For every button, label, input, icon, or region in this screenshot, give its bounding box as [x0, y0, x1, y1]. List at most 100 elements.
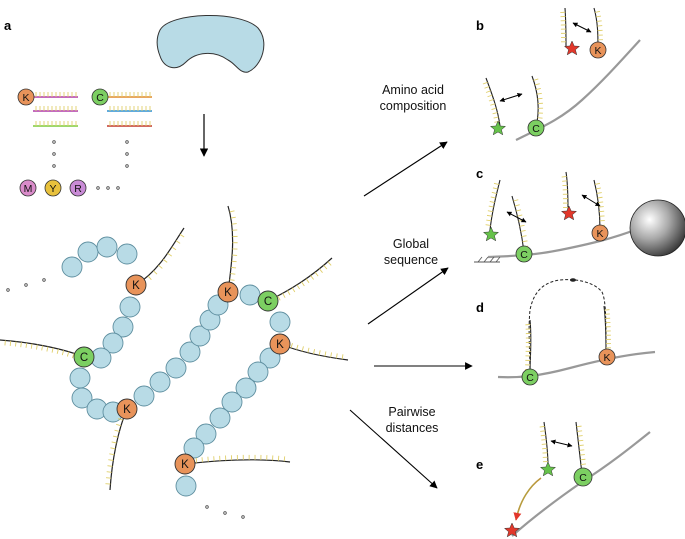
barcode-tick — [492, 112, 498, 115]
caption-global-1: Global — [393, 237, 429, 251]
chain-bead — [179, 341, 201, 363]
barcode-tick — [175, 240, 181, 244]
panel-label-e: e — [476, 457, 483, 472]
barcode-tick — [522, 240, 528, 243]
barcode-tick — [327, 261, 332, 266]
barcode-tick — [536, 92, 542, 95]
chain-bead — [112, 316, 134, 338]
barcode-tick — [595, 187, 601, 190]
chain-k3-label: K — [276, 339, 284, 351]
barcode-tick — [147, 275, 152, 280]
chain-bead — [119, 296, 141, 318]
barcode-tick — [540, 430, 546, 432]
chain-bead — [221, 391, 243, 413]
barcode-tick — [231, 223, 237, 225]
ellipsis-dots-vertical — [52, 140, 129, 168]
chain-bead — [102, 332, 124, 354]
barcode-tick — [516, 209, 522, 212]
barcode-tick — [598, 206, 604, 208]
barcode-tick — [540, 434, 546, 437]
arrow-to-e — [349, 409, 438, 489]
barcode-tick — [114, 429, 120, 432]
chain-c2-label: C — [80, 352, 88, 364]
barcode-tick — [598, 201, 604, 203]
chain-bead — [133, 385, 155, 407]
residue-k-label: K — [22, 92, 29, 104]
barcode-tick — [534, 83, 540, 86]
panel-d-scene: C K — [497, 278, 656, 386]
barcode-tick — [485, 90, 491, 93]
chain-bead — [209, 407, 231, 429]
barcode-tick — [578, 444, 584, 447]
barcode-tick — [513, 199, 519, 202]
barcode-tick — [108, 459, 114, 461]
barcode-tick — [230, 266, 237, 269]
barcode-tick — [486, 214, 493, 217]
panel-b-scene: C K — [482, 7, 641, 141]
chain-bead — [69, 367, 91, 389]
barcode-tick — [282, 293, 286, 298]
chain-bead — [165, 357, 187, 379]
ellipsis-dots — [6, 278, 245, 519]
red-star-e — [503, 522, 521, 538]
barcode-tick — [230, 273, 236, 275]
barcode-tick — [535, 88, 541, 91]
arrow-to-c — [367, 267, 449, 325]
caption-amino-1: Amino acid — [382, 83, 444, 97]
barcode-k-group: K — [17, 88, 78, 127]
green-star-c — [482, 226, 500, 242]
chain-residues: K K C K C K K — [73, 274, 291, 475]
barcode-tick — [521, 235, 527, 237]
barcode-tick — [66, 351, 70, 357]
caption-amino-2: composition — [380, 99, 447, 113]
barcode-tick — [106, 471, 112, 473]
barcode-tick — [116, 423, 122, 427]
panel-e-scene: C — [503, 421, 651, 538]
red-star — [563, 40, 581, 56]
barcode-tick — [301, 281, 305, 287]
chain-bead — [195, 423, 217, 445]
barcode-tail-ticks — [4, 210, 344, 485]
caption-pairwise-2: distances — [386, 421, 439, 435]
chain-bead — [77, 241, 99, 263]
red-star-c — [560, 205, 578, 221]
barcode-tick — [597, 196, 603, 199]
barcode-tick — [296, 284, 301, 290]
bead-chains — [61, 236, 291, 497]
c-c-label: C — [520, 249, 528, 261]
residue-r-label: R — [74, 183, 82, 195]
barcode-tick — [578, 439, 584, 442]
barcode-tick — [30, 343, 33, 349]
barcode-tick — [167, 252, 173, 257]
chain-bead — [183, 437, 205, 459]
e-c-label: C — [579, 472, 587, 484]
bead-sphere — [629, 199, 685, 257]
chain-bead — [189, 325, 211, 347]
panel-label-d: d — [476, 300, 484, 315]
barcode-tick — [488, 205, 494, 208]
barcode-tick — [595, 10, 601, 13]
c-k-label: K — [596, 228, 603, 240]
barcode-tick — [596, 192, 602, 194]
barcode-tick — [580, 458, 586, 461]
barcode-tick — [179, 233, 185, 238]
barcode-tick — [158, 264, 163, 269]
panel-label-a: a — [4, 18, 12, 33]
barcode-tick — [310, 275, 314, 280]
chain-bead — [149, 371, 171, 393]
barcode-tick — [330, 352, 332, 358]
barcode-tick — [111, 441, 117, 444]
barcode-tick — [596, 20, 602, 22]
panel-label-b: b — [476, 18, 484, 33]
d-k-label: K — [603, 352, 610, 364]
barcode-tick — [482, 81, 488, 85]
barcode-tick — [61, 350, 65, 356]
barcode-tick — [580, 463, 586, 465]
barcode-tick — [561, 175, 567, 178]
barcode-tick — [489, 201, 495, 204]
barcode-tick — [36, 344, 38, 350]
barcode-tick — [230, 216, 236, 219]
barcode-tick — [491, 107, 497, 110]
residue-c-label: C — [96, 92, 104, 104]
caption-pairwise-1: Pairwise — [388, 405, 435, 419]
